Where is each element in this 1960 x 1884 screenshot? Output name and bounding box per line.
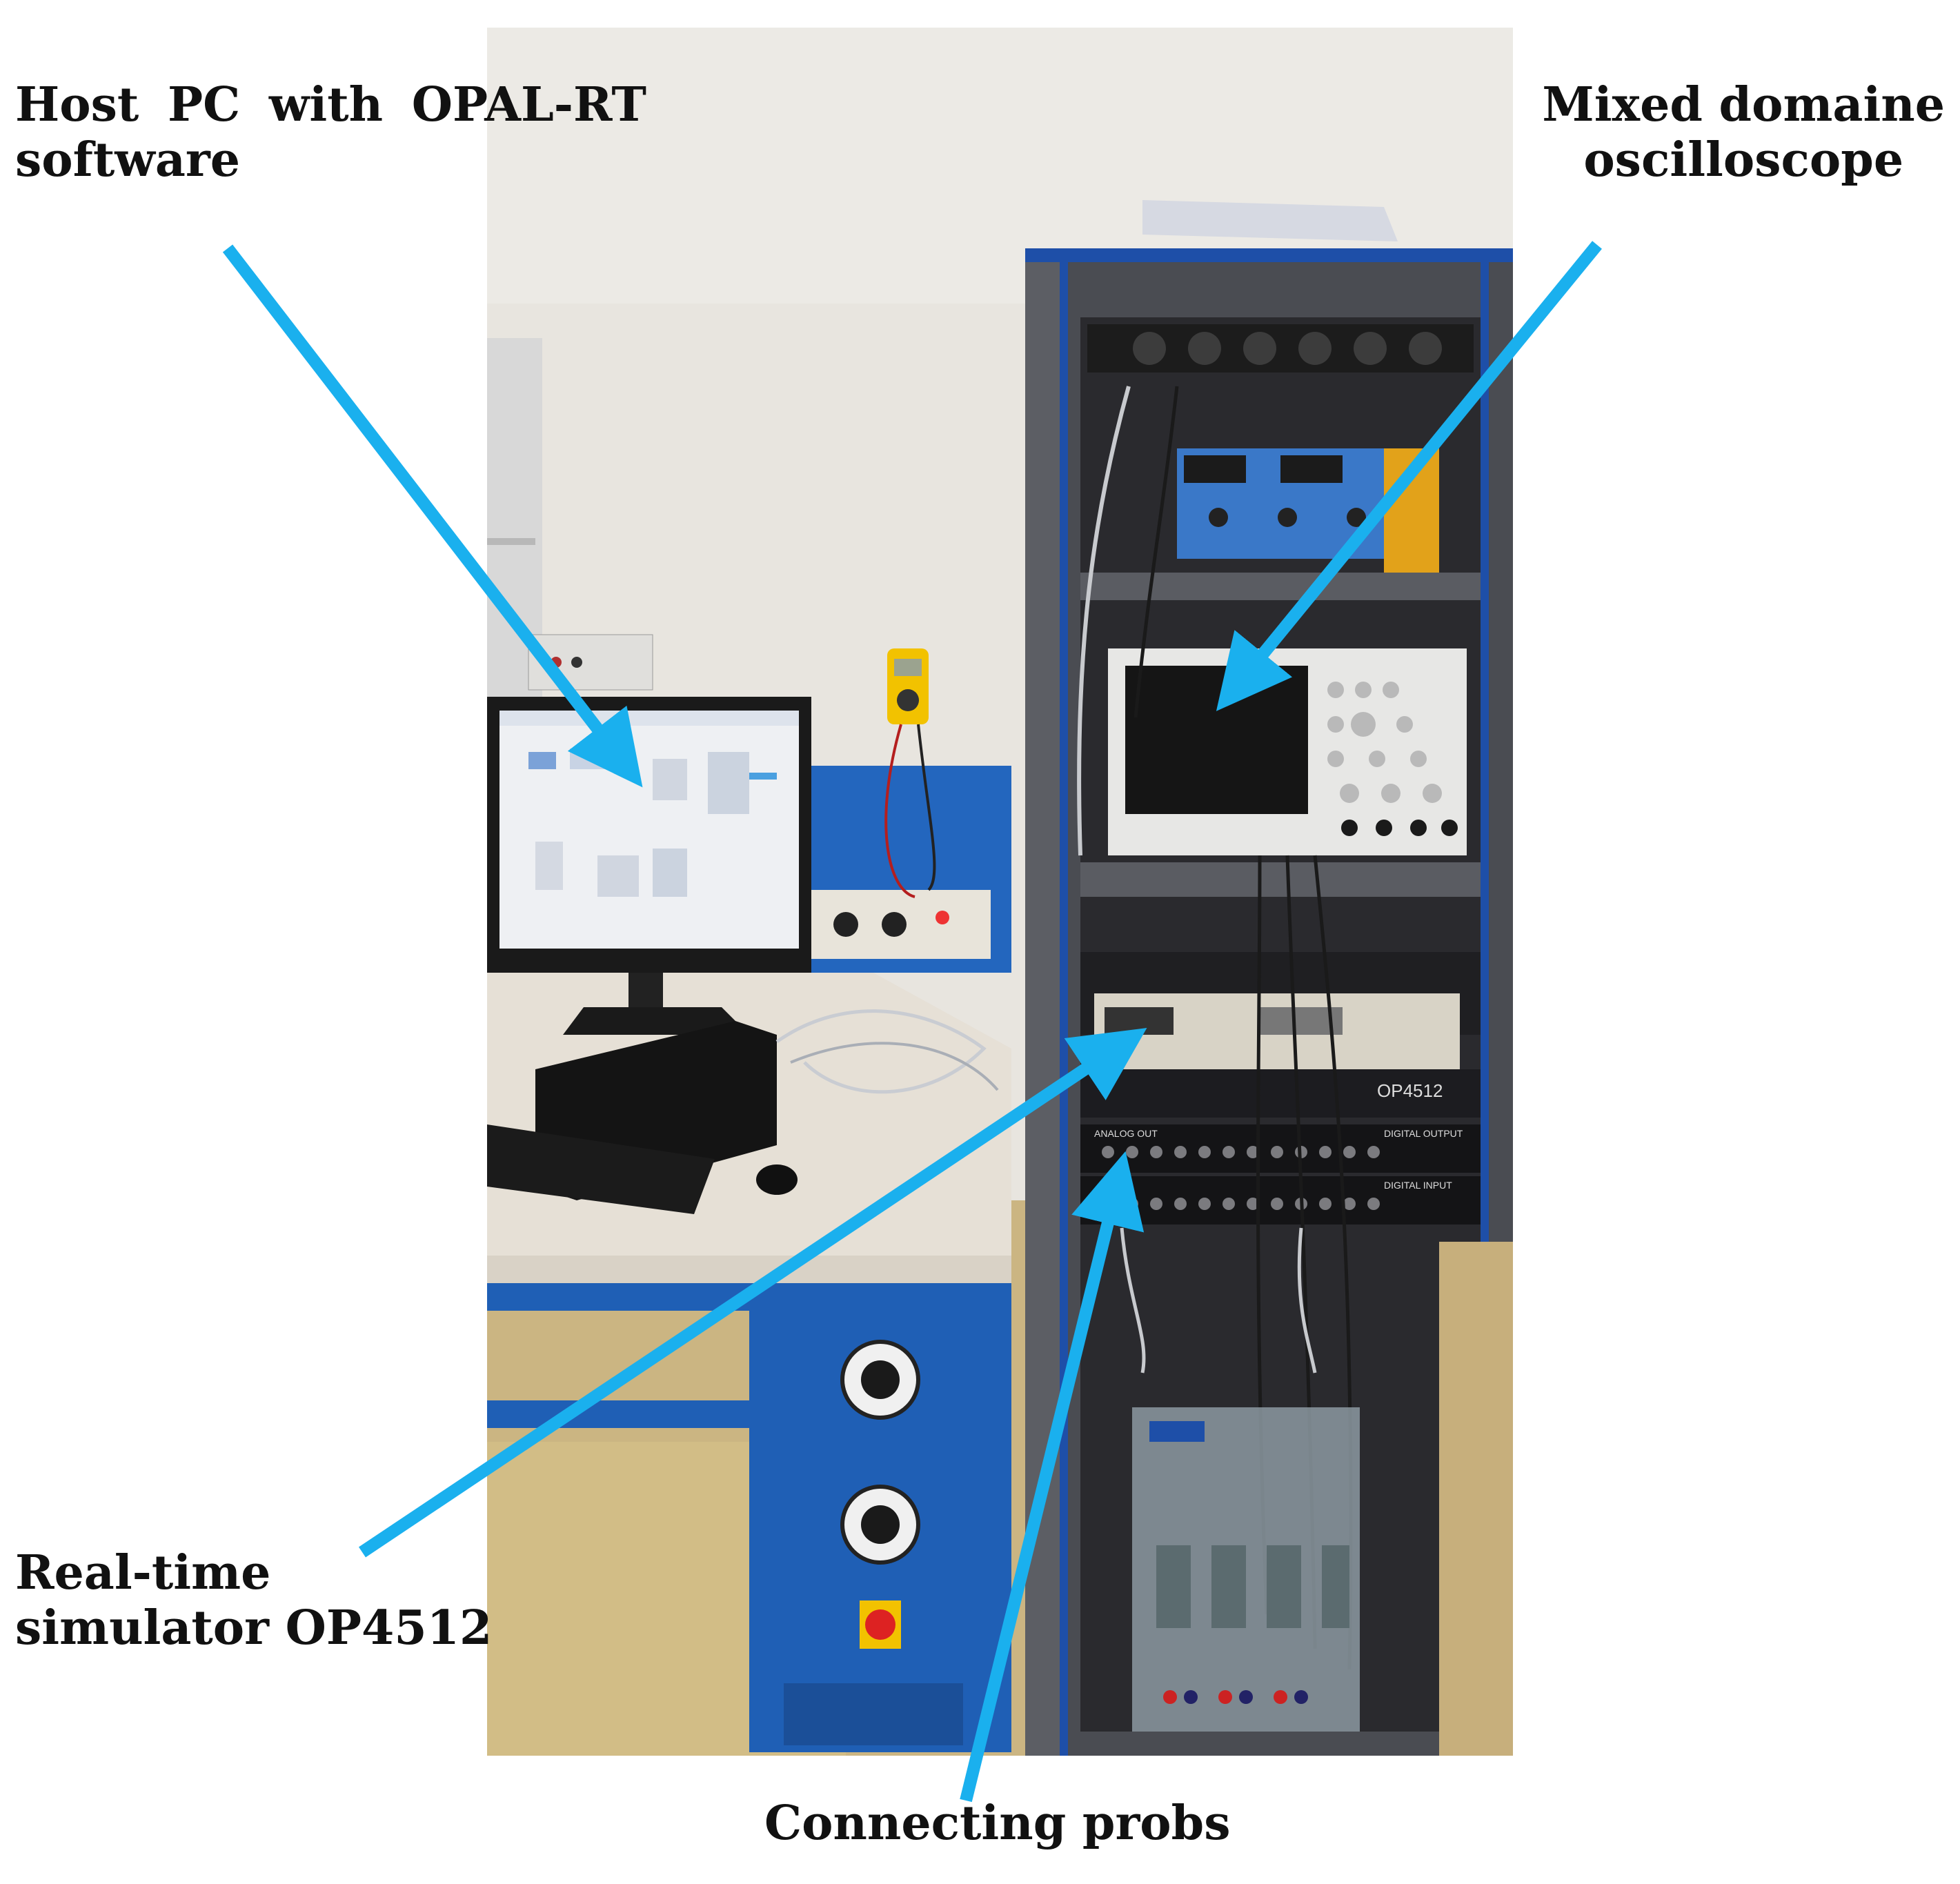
label-host-pc-line1: Host PC with OPAL-RT <box>15 77 646 132</box>
digital-input-text: DIGITAL INPUT <box>1384 1180 1452 1191</box>
simulator-model-text: OP4512 <box>1377 1080 1443 1101</box>
label-probes-line1: Connecting probs <box>764 1796 1231 1851</box>
lab-photo: OP4512 ANALOG OUT DIGITAL OUTPUT DIGITAL… <box>487 28 1513 1756</box>
label-host-pc: Host PC with OPAL-RT software <box>15 77 646 188</box>
label-host-pc-line2: software <box>15 132 240 188</box>
label-oscilloscope-line2: oscilloscope <box>1583 132 1904 188</box>
oscilloscope-screen <box>1125 666 1308 814</box>
label-oscilloscope-line1: Mixed domaine <box>1542 77 1945 132</box>
label-simulator-line2: simulator OP4512 <box>15 1600 493 1656</box>
label-probes: Connecting probs <box>764 1796 1230 1851</box>
label-simulator: Real-time simulator OP4512 <box>15 1545 492 1656</box>
analog-out-text: ANALOG OUT <box>1094 1128 1158 1139</box>
label-simulator-line1: Real-time <box>15 1545 271 1600</box>
mouse <box>756 1164 798 1195</box>
monitor-screen <box>499 711 799 949</box>
rack-blue-trim <box>1060 248 1068 1756</box>
digital-output-text: DIGITAL OUTPUT <box>1384 1128 1463 1139</box>
lab-photo-illustration: OP4512 ANALOG OUT DIGITAL OUTPUT DIGITAL… <box>487 28 1513 1756</box>
label-oscilloscope: Mixed domaine oscilloscope <box>1542 77 1945 188</box>
simulator-body <box>1080 1069 1481 1118</box>
